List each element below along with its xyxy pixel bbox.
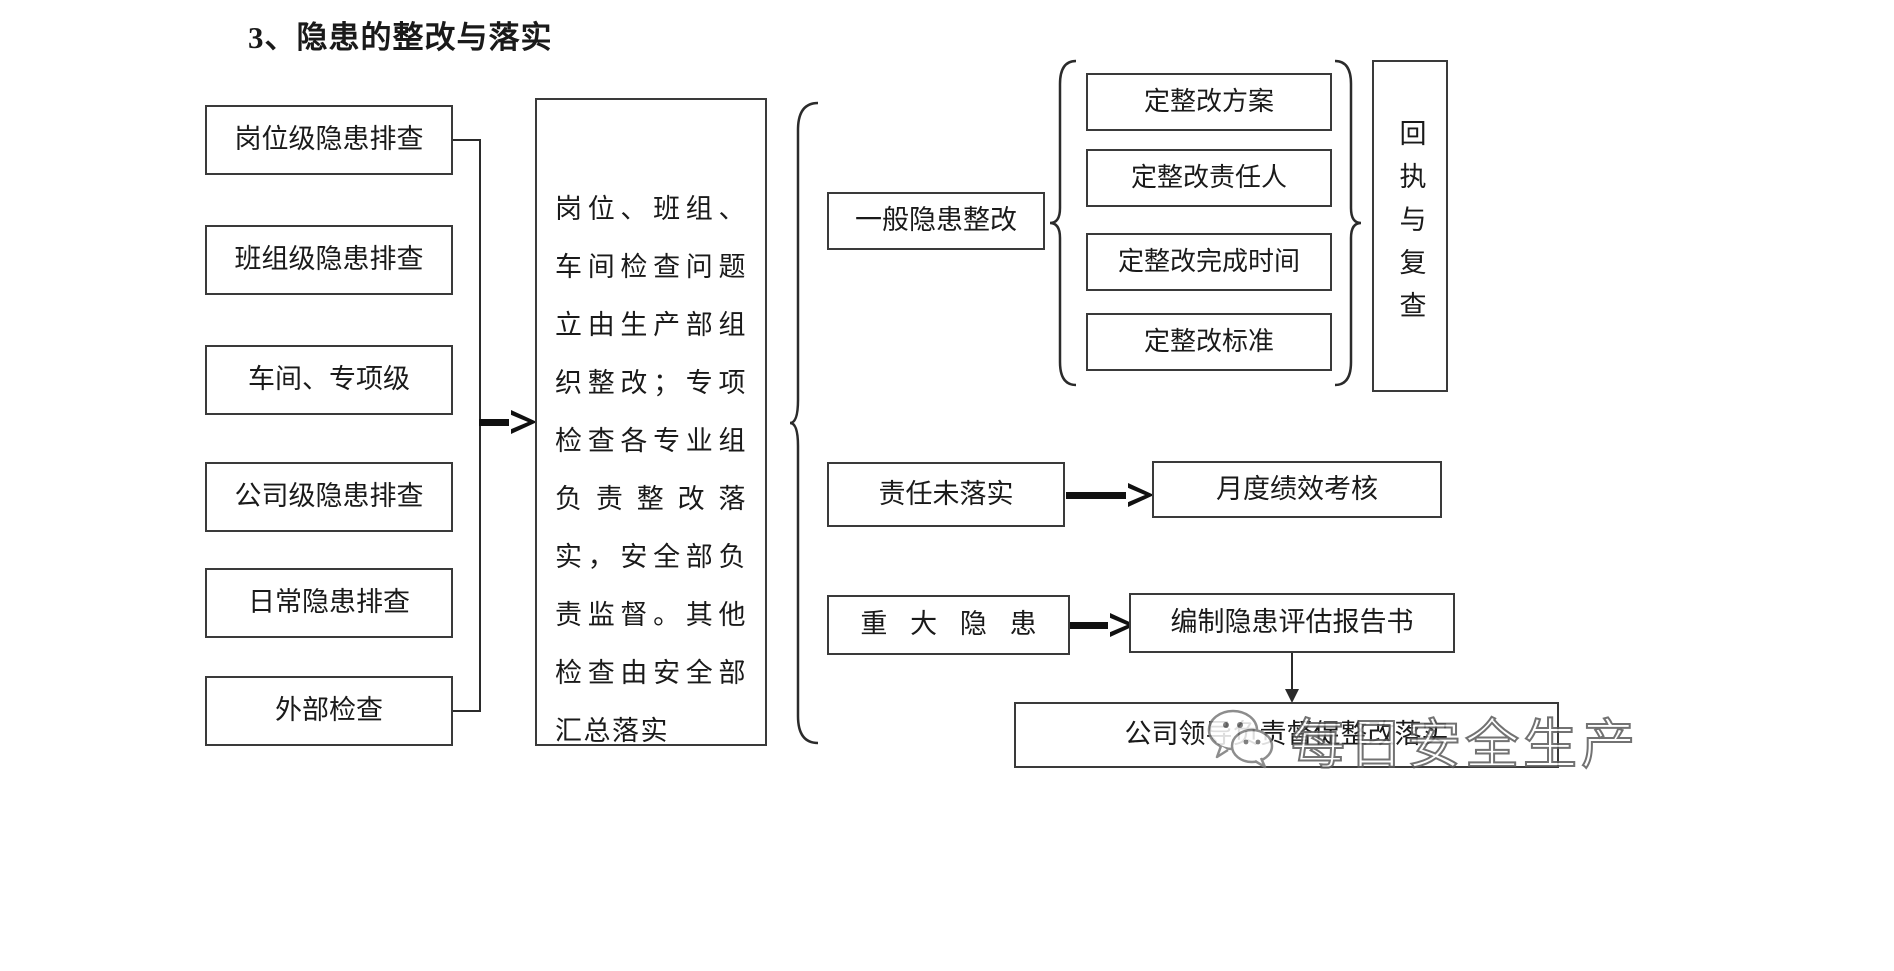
detail-box-plan[interactable]: 定整改方案 [1086, 73, 1332, 131]
list-item-inspection-level-3[interactable]: 车间、专项级 [205, 345, 453, 415]
arrow-head-icon [509, 410, 537, 434]
detail-box-standard[interactable]: 定整改标准 [1086, 313, 1332, 371]
arrow-report-to-leader [1285, 653, 1299, 703]
receipt-and-reinspection-box[interactable]: 回执与复查 [1372, 60, 1448, 392]
target-monthly-performance-review[interactable]: 月度绩效考核 [1152, 461, 1442, 518]
brace-main [789, 101, 819, 745]
center-process-box[interactable]: 岗位、班组、车间检查问题立由生产部组织整改；专项检查各专业组负责整改落实，安全部… [535, 98, 767, 746]
list-item-inspection-level-4[interactable]: 公司级隐患排查 [205, 462, 453, 532]
detail-box-owner[interactable]: 定整改责任人 [1086, 149, 1332, 207]
list-item-inspection-level-1[interactable]: 岗位级隐患排查 [205, 105, 453, 175]
connector-stub-6 [453, 710, 481, 712]
arrow-unfulfilled-to-kpi [1066, 483, 1154, 507]
receipt-and-reinspection-label: 回执与复查 [1395, 118, 1426, 334]
brace-general-details [1049, 59, 1077, 387]
list-item-inspection-level-5[interactable]: 日常隐患排查 [205, 568, 453, 638]
brace-details-to-receipt [1334, 59, 1362, 387]
followup-company-leader-supervision[interactable]: 公司领导负责督促整改落实 [1014, 702, 1559, 768]
connector-bus-left [479, 139, 481, 712]
branch-responsibility-unfulfilled[interactable]: 责任未落实 [827, 462, 1065, 527]
arrow-left-to-center [479, 410, 537, 434]
detail-box-deadline[interactable]: 定整改完成时间 [1086, 233, 1332, 291]
branch-major-hazard[interactable]: 重 大 隐 患 [827, 595, 1070, 655]
arrow-shaft [1066, 491, 1128, 499]
arrow-shaft [479, 418, 511, 426]
target-hazard-assessment-report[interactable]: 编制隐患评估报告书 [1129, 593, 1455, 653]
branch-general-rectification[interactable]: 一般隐患整改 [827, 192, 1045, 250]
page-title: 3、隐患的整改与落实 [248, 20, 553, 55]
list-item-inspection-level-6[interactable]: 外部检查 [205, 676, 453, 746]
arrow-major-to-report [1070, 613, 1136, 637]
arrow-shaft [1070, 621, 1110, 629]
center-process-text: 岗位、班组、车间检查问题立由生产部组织整改；专项检查各专业组负责整改落实，安全部… [555, 194, 747, 746]
arrow-shaft [1291, 653, 1293, 689]
arrow-head-icon [1285, 689, 1299, 703]
list-item-inspection-level-2[interactable]: 班组级隐患排查 [205, 225, 453, 295]
arrow-head-icon [1126, 483, 1154, 507]
connector-stub-1 [453, 139, 481, 141]
